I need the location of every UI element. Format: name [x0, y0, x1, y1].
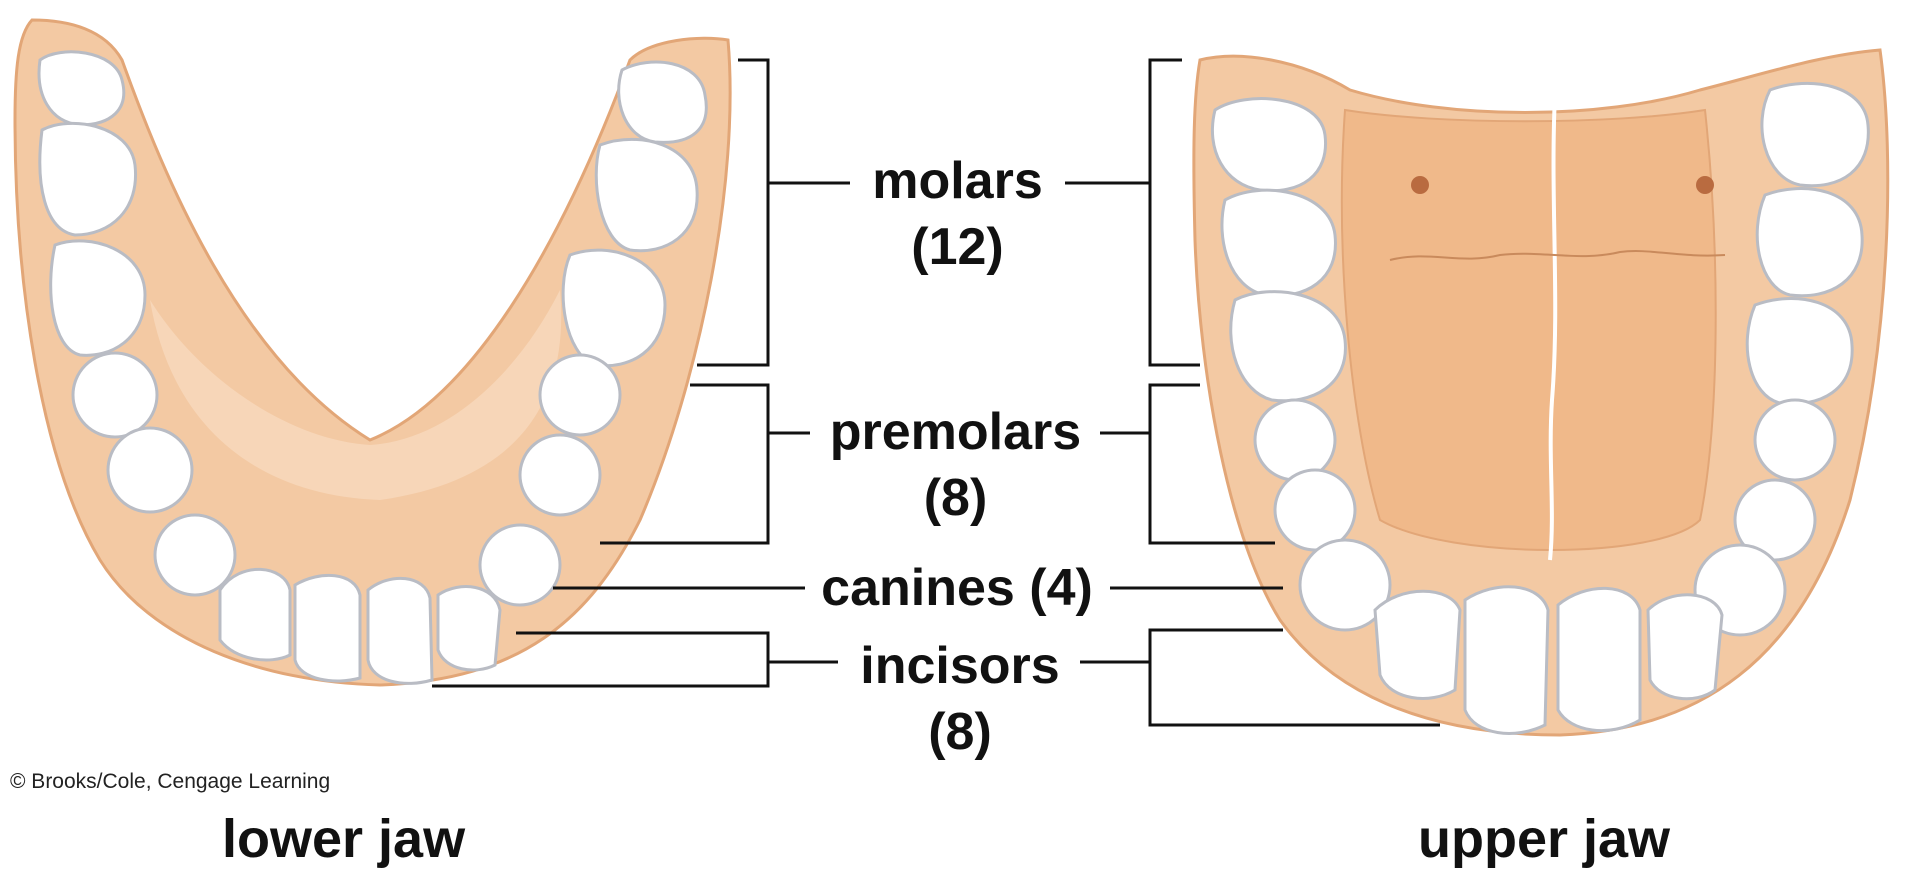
palate-foramen-right — [1696, 176, 1714, 194]
lower-jaw-title: lower jaw — [222, 808, 465, 870]
canines-label: canines (4) — [812, 555, 1102, 621]
upper-jaw-title: upper jaw — [1418, 808, 1670, 870]
incisors-count: (8) — [845, 699, 1075, 765]
molars-label: molars (12) — [860, 148, 1055, 280]
premolars-name: premolars — [818, 399, 1093, 465]
upper-jaw-illustration — [1194, 50, 1888, 735]
molars-count: (12) — [860, 214, 1055, 280]
molars-bracket-upper — [1150, 60, 1200, 365]
molars-name: molars — [860, 148, 1055, 214]
incisors-name: incisors — [845, 633, 1075, 699]
palate-foramen-left — [1411, 176, 1429, 194]
premolars-label: premolars (8) — [818, 399, 1093, 531]
lower-jaw-illustration — [15, 20, 730, 685]
canines-text: canines (4) — [812, 555, 1102, 621]
palate — [1342, 110, 1716, 550]
premolars-count: (8) — [818, 465, 1093, 531]
incisors-label: incisors (8) — [845, 633, 1075, 765]
copyright-credit: © Brooks/Cole, Cengage Learning — [10, 770, 330, 794]
